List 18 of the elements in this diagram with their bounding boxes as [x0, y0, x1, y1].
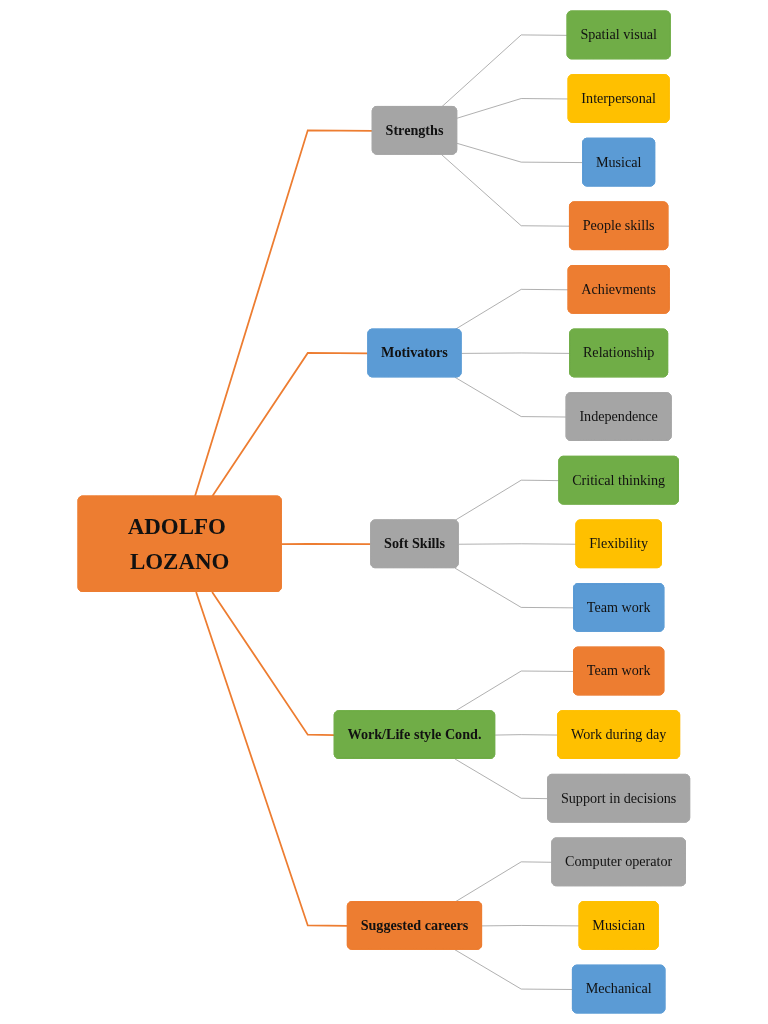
connector — [441, 34, 569, 108]
connector — [456, 142, 584, 163]
connector — [195, 591, 349, 927]
connector — [458, 543, 577, 545]
connector — [454, 288, 570, 330]
connector — [194, 129, 374, 498]
connector — [211, 591, 336, 736]
connector — [211, 352, 370, 498]
connector — [454, 376, 568, 418]
connector — [454, 479, 560, 521]
connector — [456, 98, 570, 119]
connector — [441, 154, 571, 227]
connector — [454, 949, 574, 990]
connector — [454, 567, 575, 609]
connector — [481, 925, 581, 927]
connector — [454, 758, 549, 800]
connector — [494, 734, 559, 736]
connector — [461, 352, 571, 354]
